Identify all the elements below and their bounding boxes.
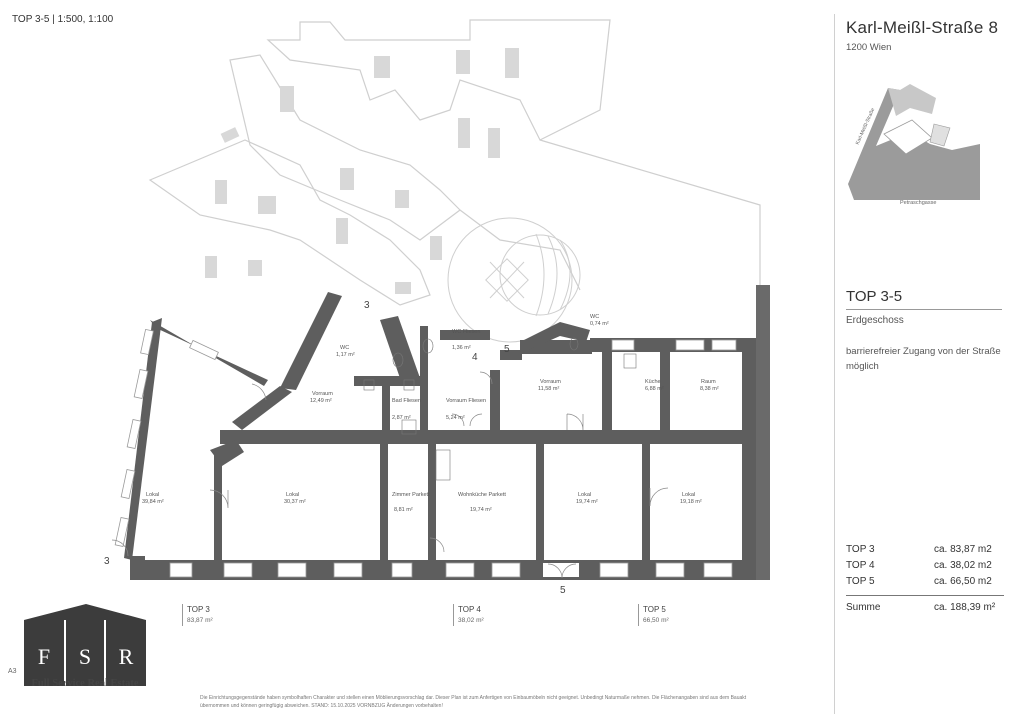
room-lokal2-name: Lokal	[286, 492, 299, 498]
top5-label: TOP 5 66,50 m²	[638, 604, 669, 626]
site-plan-map: Karl-Meißl-Straße Petraschgasse	[848, 84, 980, 206]
room-wc3-name: WC	[590, 314, 599, 320]
room-raum-name: Raum	[701, 379, 716, 385]
entrance-3-marker: 3	[364, 300, 370, 311]
access-note: barrierefreier Zugang von der Straße mög…	[846, 346, 1001, 372]
logo-letter-r: R	[119, 644, 134, 669]
room-wc2-area: 1,36 m²	[452, 345, 471, 351]
room-raum-area: 8,38 m²	[700, 386, 719, 392]
room-lokal1-area: 39,84 m²	[142, 499, 164, 505]
logo-letter-f: F	[38, 644, 50, 669]
sidebar-divider	[834, 14, 835, 714]
logo-letter-s: S	[79, 644, 91, 669]
area-sum-row: Summe ca. 188,39 m²	[846, 602, 996, 613]
entrance-5-bottom-marker: 5	[560, 585, 566, 596]
company-logo: F S R	[24, 604, 146, 686]
sum-divider	[846, 595, 1004, 596]
area-row-top4: TOP 4 ca. 38,02 m2	[846, 560, 992, 571]
floor-label: Erdgeschoss	[846, 315, 904, 326]
entrance-markers: 3 4 5 5 3	[104, 300, 566, 596]
room-wohnkueche-name: Wohnküche Parkett	[458, 492, 506, 498]
upper-building-walls	[205, 48, 519, 294]
room-vorraum2-area: 5,24 m²	[446, 415, 465, 421]
room-wc1-area: 1,17 m²	[336, 352, 355, 358]
room-lokal4-area: 19,18 m²	[680, 499, 702, 505]
area-row-top3: TOP 3 ca. 83,87 m2	[846, 544, 992, 555]
floor-plan: WC 1,17 m² Vorraum 12,49 m² Bad Fliesen …	[104, 19, 770, 596]
entrance-5-marker: 5	[504, 344, 510, 355]
sheet-code: A3	[8, 668, 17, 675]
fixtures	[363, 337, 637, 481]
walls	[124, 285, 770, 580]
area-row-top5: TOP 5 ca. 66,50 m2	[846, 576, 992, 587]
staircase	[447, 217, 581, 343]
room-lokal4-name: Lokal	[682, 492, 695, 498]
room-bad-name: Bad Fliesen	[392, 398, 421, 404]
room-wc1-name: WC	[340, 345, 349, 351]
logo-company-name: Full Service Real Estate	[31, 678, 139, 689]
entrance-4-marker: 4	[472, 352, 478, 363]
title-rule	[846, 309, 1002, 310]
top3-label: TOP 3 83,87 m²	[182, 604, 213, 626]
address-title: Karl-Meißl-Straße 8	[846, 18, 999, 37]
room-wohnkueche-area: 19,74 m²	[470, 507, 492, 513]
room-kueche-area: 6,88 m²	[645, 386, 664, 392]
room-vorraum2-name: Vorraum Fliesen	[446, 398, 486, 404]
top4-label: TOP 4 38,02 m²	[453, 604, 484, 626]
room-zimmer-area: 8,81 m²	[394, 507, 413, 513]
doors	[111, 371, 669, 579]
room-lokal2-area: 30,37 m²	[284, 499, 306, 505]
room-zimmer-name: Zimmer Parkett	[392, 492, 430, 498]
scale-label: TOP 3-5 | 1:500, 1:100	[12, 14, 114, 25]
windows	[114, 328, 737, 578]
street-label-petrasch: Petraschgasse	[900, 200, 936, 206]
room-kueche-name: Küche	[645, 379, 661, 385]
room-vorraum3-name: Vorraum	[540, 379, 561, 385]
unit-title: TOP 3-5	[846, 288, 903, 305]
city-label: 1200 Wien	[846, 42, 892, 53]
room-lokal3-name: Lokal	[578, 492, 591, 498]
upper-building-outline	[148, 19, 761, 330]
room-vorraum3-area: 11,58 m²	[538, 386, 559, 392]
room-bad-area: 2,87 m²	[392, 415, 411, 421]
room-wc2-name: WC Fliesen	[452, 329, 480, 335]
room-wc3-area: 0,74 m²	[590, 321, 609, 327]
room-labels: WC 1,17 m² Vorraum 12,49 m² Bad Fliesen …	[142, 314, 719, 513]
disclaimer-text: Die Einrichtungsgegenstände haben symbol…	[200, 695, 747, 709]
room-lokal1-name: Lokal	[146, 492, 159, 498]
entrance-3-left-marker: 3	[104, 556, 110, 567]
area-table: TOP 3 ca. 83,87 m2 TOP 4 ca. 38,02 m2 TO…	[846, 544, 1004, 613]
room-vorraum1-area: 12,49 m²	[310, 398, 332, 404]
room-lokal3-area: 19,74 m²	[576, 499, 598, 505]
room-vorraum1-name: Vorraum	[312, 391, 333, 397]
